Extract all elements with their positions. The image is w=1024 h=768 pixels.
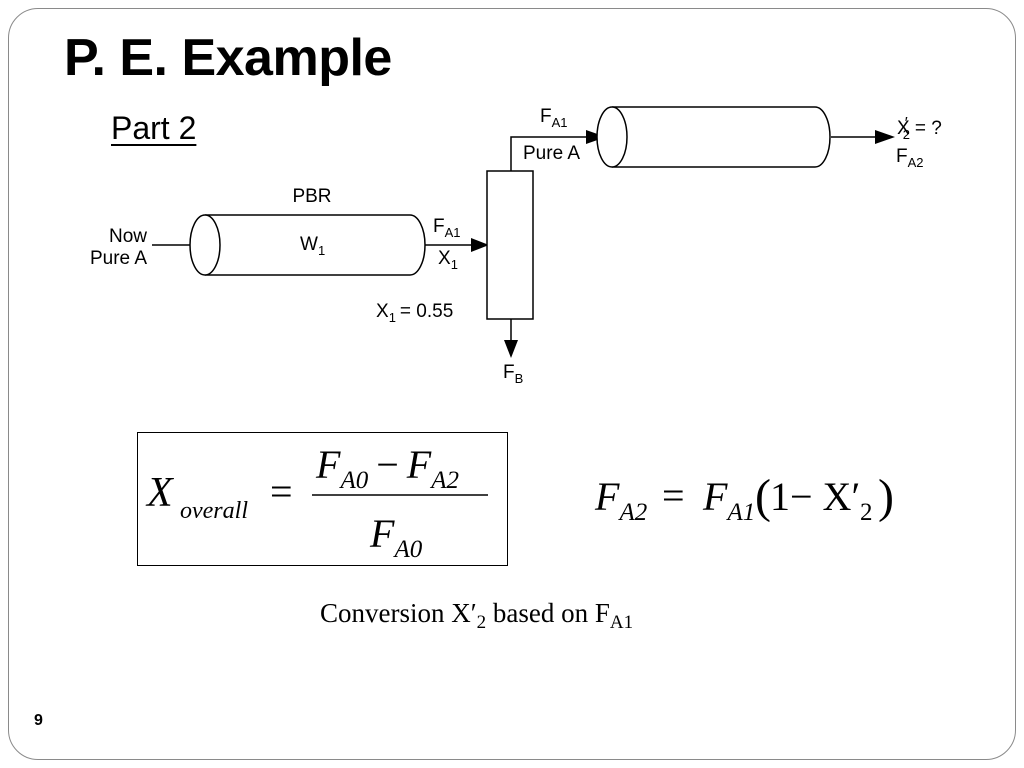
reactor2 bbox=[596, 106, 831, 168]
pbr-weight: W1 bbox=[300, 234, 325, 258]
svg-text:FA0: FA0 bbox=[369, 511, 423, 563]
svg-text:FA1: FA1 bbox=[702, 474, 755, 526]
outlet-flow-label: FA2 bbox=[896, 146, 924, 170]
equation-box bbox=[137, 432, 508, 566]
inlet-label-line2: Pure A bbox=[90, 248, 147, 269]
stream1-flow-label: FA1 bbox=[433, 216, 461, 240]
svg-text:FA0−FA2: FA0−FA2 bbox=[315, 442, 459, 494]
outlet-arrow bbox=[831, 130, 895, 144]
equation-overall-conversion: X overall = FA0−FA2 FA0 bbox=[145, 442, 488, 563]
stream2-arrow bbox=[510, 130, 606, 171]
stream2-flow-label: FA1 bbox=[540, 106, 568, 130]
svg-text:overall: overall bbox=[180, 498, 248, 524]
slide-subtitle: Part 2 bbox=[111, 110, 197, 146]
page-number: 9 bbox=[34, 712, 43, 729]
separator-column bbox=[486, 170, 534, 320]
svg-text:1− X′: 1− X′ bbox=[770, 474, 860, 519]
svg-text:FA2: FA2 bbox=[594, 474, 647, 526]
fb-arrow bbox=[504, 319, 518, 358]
svg-text:=: = bbox=[662, 473, 685, 518]
slide-frame bbox=[8, 8, 1016, 760]
outlet-conversion-label: X′2= ? bbox=[897, 115, 942, 142]
equation-fa2: FA2 = FA1 ( 1− X′ 2 ) bbox=[594, 470, 894, 526]
svg-text:(: ( bbox=[755, 470, 771, 523]
svg-text:): ) bbox=[878, 470, 894, 523]
pbr-label: PBR bbox=[292, 186, 331, 207]
svg-text:X: X bbox=[145, 470, 175, 516]
fb-label: FB bbox=[503, 362, 523, 386]
x1-value-label: X1= 0.55 bbox=[376, 301, 453, 325]
svg-text:=: = bbox=[270, 469, 293, 514]
pbr-reactor bbox=[189, 214, 426, 276]
stream1-arrow bbox=[425, 238, 489, 252]
stream2-note: Pure A bbox=[523, 143, 580, 164]
stream1-conversion-label: X1 bbox=[438, 248, 458, 272]
caption: Conversion X′2 based on FA1 bbox=[320, 598, 634, 633]
slide-title: P. E. Example bbox=[64, 29, 392, 87]
svg-text:2: 2 bbox=[860, 499, 873, 526]
inlet-label-line1: Now bbox=[109, 226, 147, 247]
